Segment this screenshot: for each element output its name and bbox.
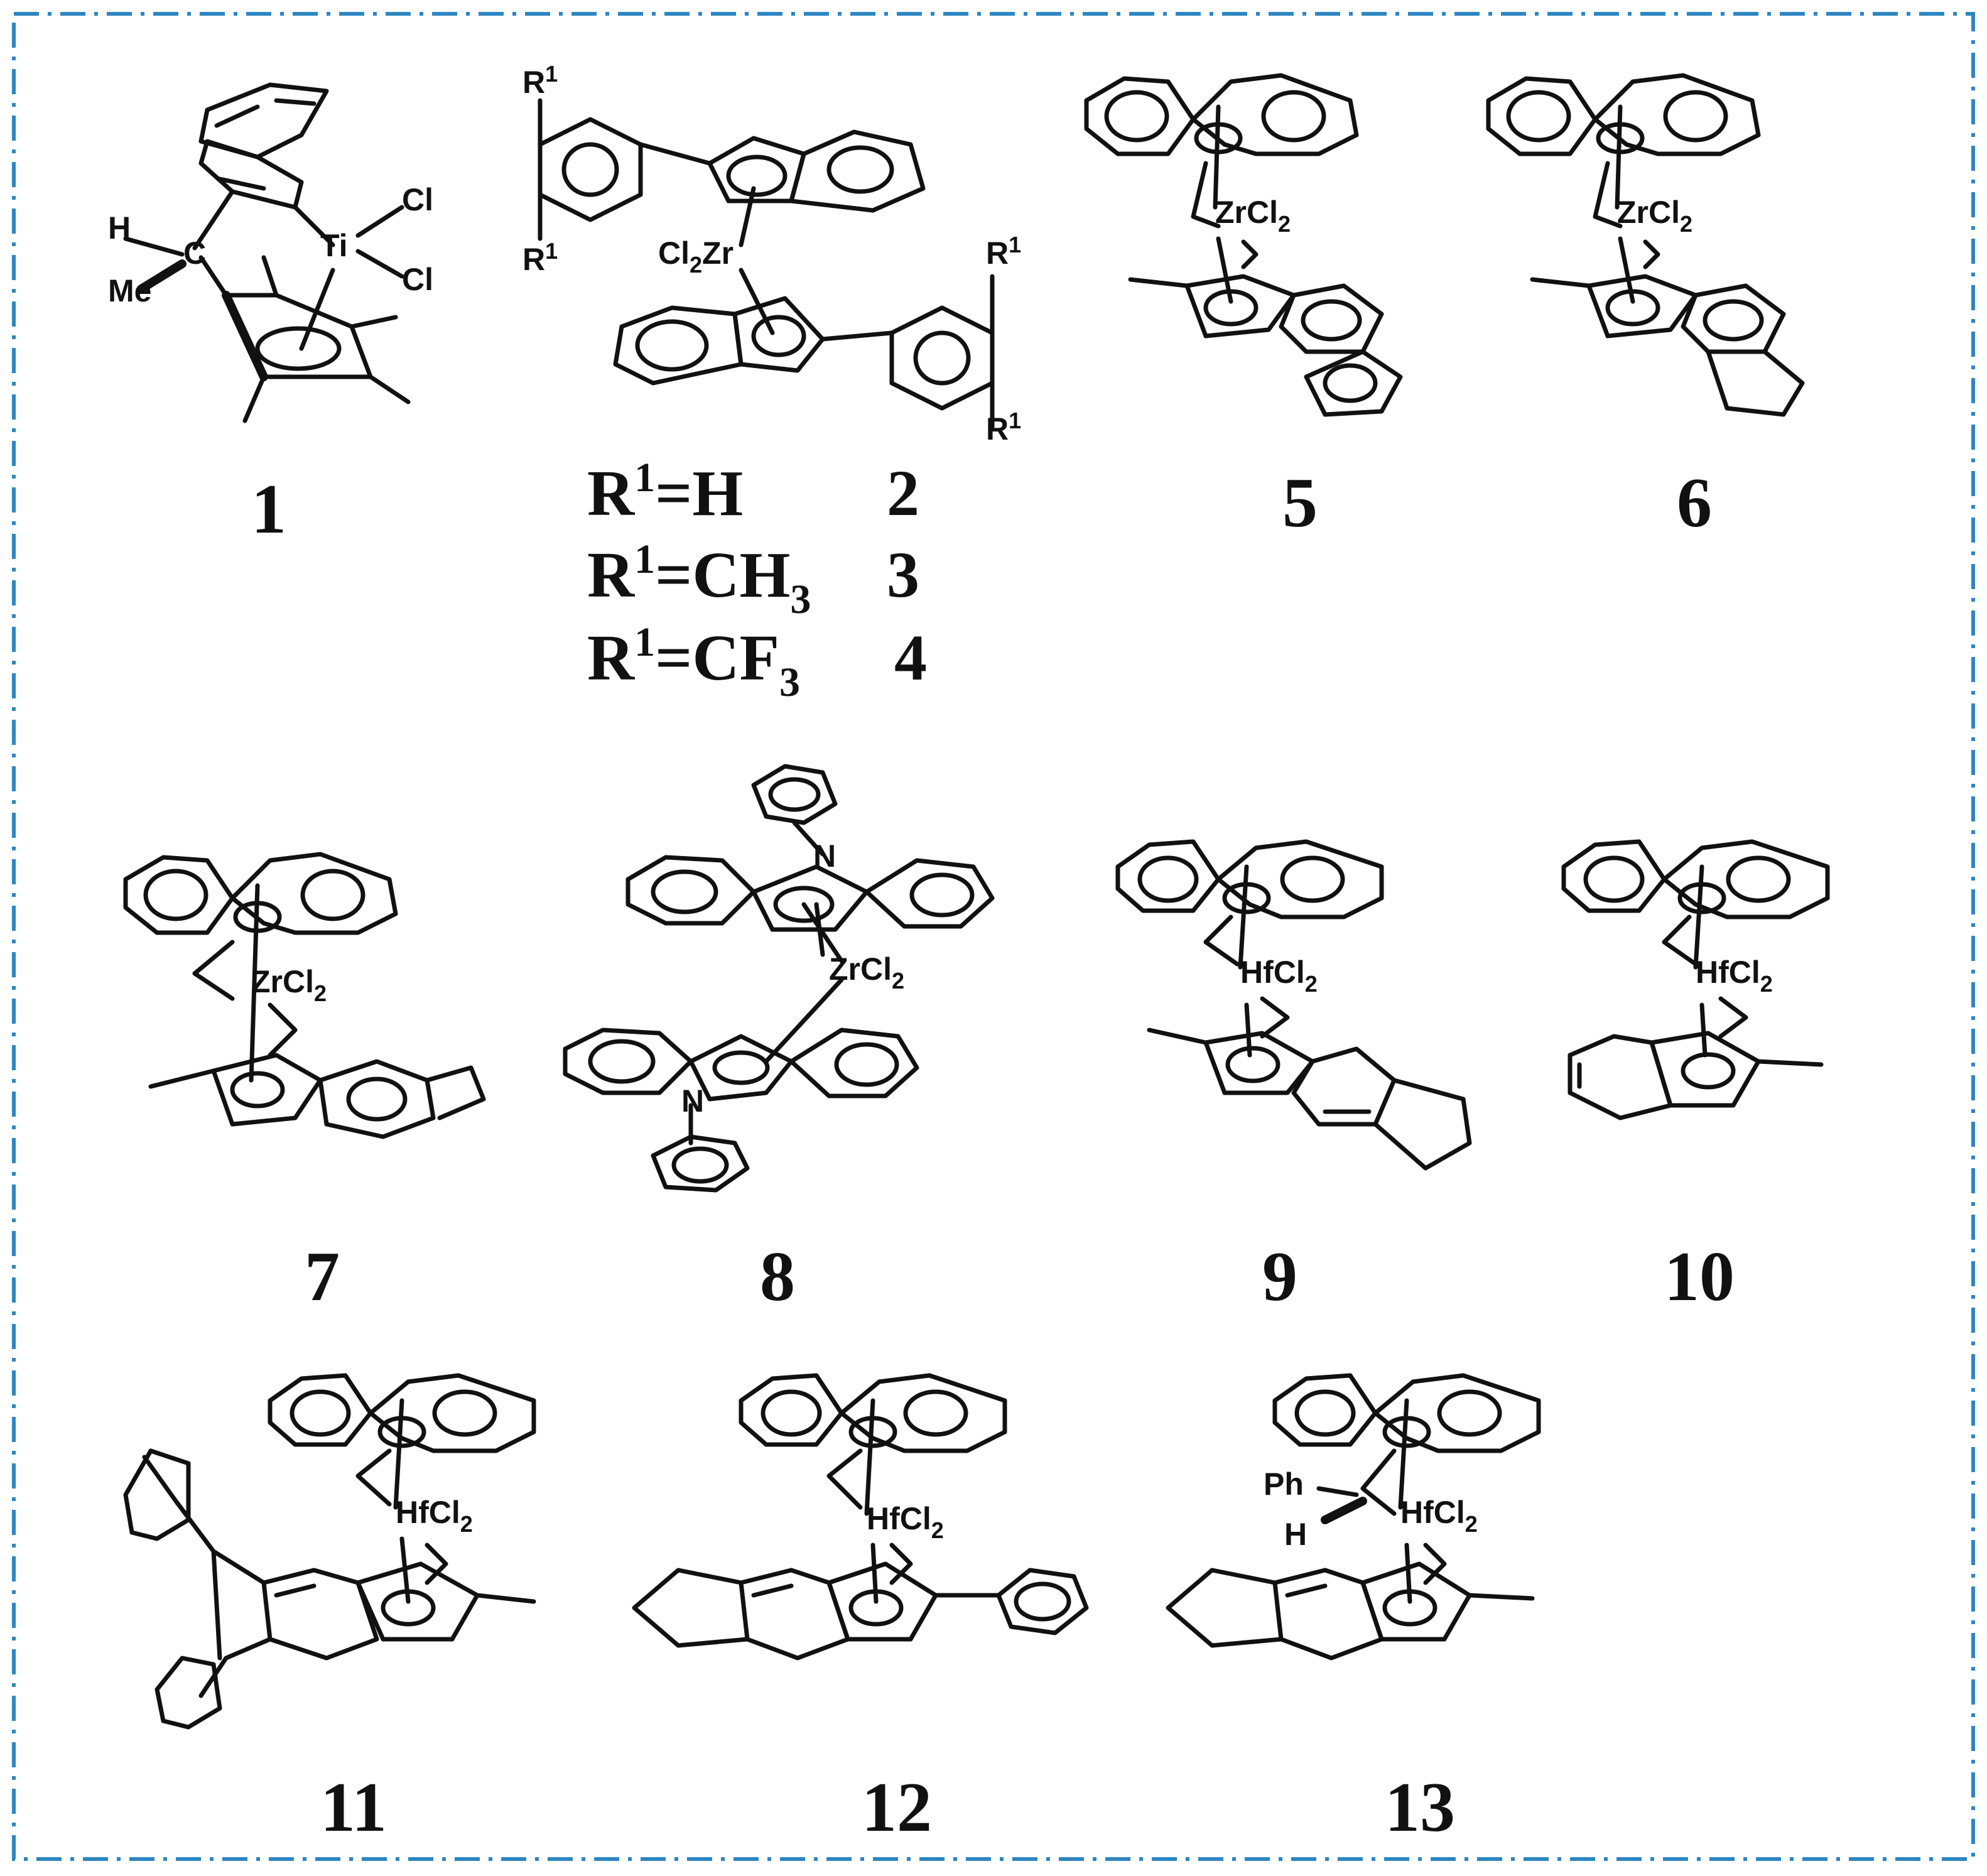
compound-11: HfCl2 11: [123, 1373, 536, 1846]
compound-number-13: 13: [1385, 1769, 1455, 1846]
r-row-3-formula: R1=CF3: [587, 619, 800, 705]
compound-number-11: 11: [320, 1769, 387, 1846]
r-row-2: R1=CH3 3: [587, 536, 919, 622]
r-row-1: R1=H 2: [587, 455, 919, 529]
compound-6: ZrCl2 6: [1486, 73, 1805, 542]
r-row-3-number: 4: [894, 622, 927, 694]
atom-ZrCl2: ZrCl2: [1215, 195, 1291, 237]
compound-1: H C Me Ti Cl Cl 1: [108, 82, 433, 548]
compound-number-9: 9: [1262, 1238, 1297, 1316]
atom-R1-c: R1: [986, 232, 1021, 271]
atom-ZrCl2: ZrCl2: [1617, 195, 1692, 237]
compound-2-4: R1 R1 R1 R1 Cl2Zr R1=H 2 R1=CH3 3 R1=CF3…: [522, 61, 1021, 705]
atom-R1-d: R1: [986, 408, 1021, 447]
r-group-table: R1=H 2 R1=CH3 3 R1=CF3 4: [587, 455, 927, 705]
r-row-2-number: 3: [887, 539, 919, 611]
compound-9: HfCl2 9: [1115, 839, 1472, 1316]
atom-ZrCl2: ZrCl2: [829, 952, 904, 994]
compound-number-10: 10: [1664, 1238, 1735, 1316]
dashed-border: [12, 12, 1975, 1861]
compound-12: HfCl2 12: [632, 1373, 1089, 1846]
atom-HfCl2: HfCl2: [396, 1495, 473, 1537]
atom-R1-a: R1: [522, 61, 558, 100]
atom-R1-b: R1: [522, 238, 558, 277]
compound-number-12: 12: [862, 1769, 932, 1846]
r-row-1-formula: R1=H: [587, 455, 743, 529]
atom-HfCl2: HfCl2: [1696, 955, 1773, 997]
atom-HfCl2: HfCl2: [1240, 955, 1318, 997]
compound-number-6: 6: [1677, 464, 1712, 542]
compound-number-7: 7: [305, 1238, 340, 1316]
atom-Ti: Ti: [320, 228, 348, 263]
atom-C: C: [183, 236, 206, 271]
compound-10: HfCl2 10: [1561, 839, 1830, 1316]
compound-number-8: 8: [760, 1238, 795, 1316]
r-row-2-formula: R1=CH3: [587, 536, 811, 622]
compound-7: ZrCl2 7: [123, 852, 486, 1316]
atom-H: H: [108, 210, 131, 246]
atom-Cl2Zr: Cl2Zr: [658, 236, 734, 278]
atom-HfCl2: HfCl2: [1400, 1495, 1478, 1537]
compound-8: N N ZrCl2 8: [563, 764, 995, 1316]
r-row-1-number: 2: [887, 457, 919, 529]
compound-number-1: 1: [251, 470, 286, 548]
compound-number-5: 5: [1282, 464, 1318, 542]
atom-H-13: H: [1284, 1517, 1307, 1552]
compound-13: Ph H HfCl2 13: [1166, 1373, 1541, 1846]
atom-N-2: N: [681, 1083, 704, 1119]
atom-ZrCl2: ZrCl2: [251, 964, 327, 1006]
atom-Me: Me: [108, 273, 151, 308]
atom-Ph: Ph: [1264, 1467, 1304, 1502]
r-row-3: R1=CF3 4: [587, 619, 927, 705]
atom-Cl-1: Cl: [402, 182, 433, 217]
compound-5: ZrCl2 5: [1084, 73, 1403, 542]
atom-Cl-2: Cl: [402, 262, 433, 297]
atom-HfCl2: HfCl2: [867, 1501, 944, 1543]
atom-N-1: N: [813, 838, 836, 874]
